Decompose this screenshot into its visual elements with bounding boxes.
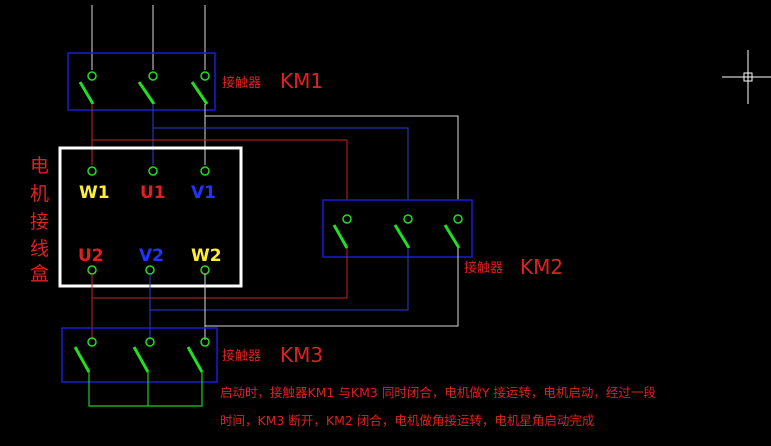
- km1-contact: [137, 81, 156, 105]
- km1-contact: [78, 81, 95, 105]
- km2-panel: [322, 199, 473, 258]
- motor-box-char: 线: [30, 238, 49, 260]
- km2-label-id: KM2: [520, 255, 563, 279]
- motor-box-char: 盒: [30, 263, 49, 285]
- km2-contactor[interactable]: 接触器 KM2: [322, 199, 563, 279]
- terminal-w1: W1: [79, 183, 110, 203]
- km2-contact: [443, 224, 461, 249]
- km2-output-wires: [92, 248, 459, 327]
- km2-feed-wires: [92, 115, 459, 200]
- km3-label-prefix: 接触器: [222, 348, 261, 364]
- km3-contact: [186, 346, 204, 373]
- motor-terminal-box: W1 U1 V1 U2 V2 W2: [58, 146, 243, 288]
- km1-to-motor-wires: [91, 104, 206, 165]
- terminal-v2: V2: [139, 246, 164, 266]
- km2-contact: [393, 224, 411, 249]
- motor-box-char: 电: [30, 155, 49, 177]
- motor-to-km3-wires: [91, 274, 206, 340]
- km1-label-prefix: 接触器: [222, 75, 261, 91]
- km2-label-prefix: 接触器: [464, 260, 503, 276]
- description-line-1: 启动时，接触器KM1 与KM3 同时闭合，电机做Y 接运转，电机启动，经过一段: [220, 385, 656, 400]
- terminal-v1: V1: [191, 183, 216, 203]
- terminal-u1: U1: [140, 183, 166, 203]
- km1-contactor[interactable]: 接触器 KM1: [67, 52, 323, 111]
- supply-wires: [91, 5, 206, 70]
- km1-contact: [190, 81, 209, 105]
- km3-panel: [61, 327, 218, 383]
- motor-box-char: 机: [30, 183, 49, 205]
- km2-contact: [332, 224, 349, 249]
- crosshair-cursor-icon: [722, 50, 771, 104]
- description-line-2: 时间，KM3 断开，KM2 闭合，电机做角接运转，电机星角启动完成: [220, 413, 594, 428]
- km1-label-id: KM1: [280, 69, 323, 93]
- motor-box-vertical-label: 电 机 接 线 盒: [30, 155, 49, 285]
- km3-contact: [132, 346, 150, 373]
- terminal-u2: U2: [78, 246, 104, 266]
- description: 启动时，接触器KM1 与KM3 同时闭合，电机做Y 接运转，电机启动，经过一段 …: [220, 385, 656, 428]
- km3-label-id: KM3: [280, 343, 323, 367]
- motor-box-char: 接: [30, 211, 49, 233]
- km1-panel: [67, 52, 216, 111]
- star-point-wires: [88, 372, 203, 407]
- terminal-w2: W2: [191, 246, 222, 266]
- km3-contactor[interactable]: 接触器 KM3: [61, 327, 323, 383]
- km3-contact: [73, 346, 91, 373]
